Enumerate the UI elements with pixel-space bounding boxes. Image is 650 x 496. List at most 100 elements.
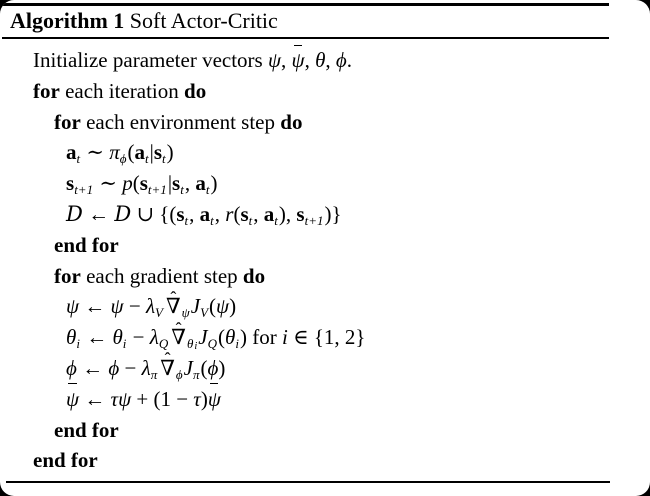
token-sub: t (248, 212, 253, 228)
algorithm-line-8: for each gradient step do (0, 261, 650, 292)
token-it: J (190, 294, 201, 319)
token-cal: D (114, 201, 132, 226)
token-bf: do (280, 109, 303, 134)
token-mbf: a (263, 201, 275, 226)
algorithm-header: Algorithm 1 Soft Actor-Critic (10, 7, 640, 37)
token-rm: , (253, 201, 264, 226)
token-it: θ (66, 325, 77, 350)
token-it: J (183, 355, 193, 380)
token-rm: | (167, 171, 173, 196)
algorithm-line-4: at ∼ πϕ(at|st) (0, 137, 650, 168)
algorithm-line-7: end for (0, 230, 650, 261)
token-hat: ∇ (171, 322, 186, 353)
token-rm: − (119, 355, 142, 380)
token-it: ψ (110, 294, 124, 319)
token-mbf: s (139, 171, 148, 196)
token-mbf: s (240, 201, 249, 226)
algorithm-line-1: Initialize parameter vectors ψ, ψ, θ, ϕ. (0, 44, 650, 76)
token-bf: do (184, 78, 207, 103)
token-sub: Q (207, 335, 217, 351)
token-mbf: a (134, 140, 146, 165)
token-mbf: s (296, 201, 305, 226)
token-bf: for (54, 109, 81, 134)
token-sub: Q (158, 335, 169, 351)
token-rm: ( (132, 171, 140, 196)
token-sub: t (274, 212, 278, 228)
algorithm-line-2: for each iteration do (0, 76, 650, 107)
algorithm-title: Soft Actor-Critic (124, 8, 278, 33)
token-sub: t (76, 151, 81, 167)
token-it: ψ (66, 294, 80, 319)
token-rm: . (346, 48, 353, 72)
token-rm: ∈ {1, 2} (287, 325, 366, 350)
token-bf: end for (33, 448, 98, 473)
token-it: ϕ (108, 355, 120, 380)
token-rm: ← (76, 355, 109, 380)
token-it: p (122, 171, 133, 196)
token-rm: ← (80, 325, 113, 350)
token-sub: t (210, 212, 214, 228)
token-rm: , (189, 201, 200, 226)
token-sub: t+1 (74, 181, 94, 197)
algorithm-line-5: st+1 ∼ p(st+1|st, at) (0, 168, 650, 199)
token-rm: ∼ (94, 171, 123, 196)
token-rm: Initialize parameter vectors (33, 48, 268, 72)
algorithm-number-label: Algorithm 1 (10, 8, 125, 33)
token-mbf: a (66, 140, 77, 165)
token-mbf: s (153, 140, 163, 165)
token-rm: ) for (239, 325, 282, 350)
token-rm: , (281, 48, 292, 72)
token-sub: t (205, 181, 210, 197)
token-hat: ∇ (160, 353, 175, 384)
token-it: θ (225, 325, 236, 350)
token-sub: i (76, 335, 80, 351)
algorithm-line-6: D ← D ∪ {(st, at, r(st, at), st+1)} (0, 199, 650, 230)
token-it: J (198, 325, 208, 350)
token-it: λ (145, 294, 156, 319)
token-sub: ϕ (175, 366, 183, 382)
token-rm: − (123, 294, 146, 319)
token-rm: ∪ {( (131, 201, 177, 226)
token-it: λ (149, 325, 159, 350)
algorithm-line-14: end for (0, 445, 650, 476)
token-mbf: a (195, 171, 206, 196)
token-sub: t (162, 151, 166, 167)
token-rm: , (304, 48, 316, 72)
token-sub: i (235, 335, 239, 351)
token-rm: ) (166, 140, 174, 165)
token-rm: )} (324, 201, 342, 226)
token-rm: ( (200, 355, 208, 380)
algorithm-line-9: ψ ← ψ − λV∇ψJV(ψ) (0, 291, 650, 322)
algorithm-line-10: θi ← θi − λQ∇θiJQ(θi) for i ∈ {1, 2} (0, 322, 650, 353)
token-sub: π (150, 366, 158, 382)
token-sub: θ (186, 335, 194, 351)
token-mbf: s (176, 201, 185, 226)
token-sub: V (200, 305, 209, 321)
token-it: r (225, 201, 234, 226)
token-it: ϕ (335, 48, 347, 72)
token-rm: ← (79, 386, 111, 411)
top-rule (2, 3, 609, 6)
token-rm: | (149, 140, 154, 165)
token-sub: t+1 (304, 212, 324, 228)
token-bf: for (33, 78, 60, 103)
token-bf: do (242, 263, 266, 288)
token-rm: each gradient step (80, 263, 243, 288)
token-hat: ∇ (166, 291, 181, 322)
token-rm: − (127, 325, 150, 350)
token-it: τ (193, 386, 201, 411)
token-it: i (281, 325, 288, 350)
token-sub: t (180, 181, 184, 197)
token-rm: , (214, 201, 226, 226)
token-rm: ), (278, 201, 297, 226)
token-rm: ) (200, 386, 208, 411)
token-bar: ψ (66, 383, 79, 415)
token-rm: , (184, 171, 196, 196)
token-rm: ( (209, 294, 217, 319)
token-bar: ψ (208, 383, 221, 415)
token-it: ϕ (66, 355, 77, 380)
token-mbf: s (66, 171, 75, 196)
algorithm-body: Initialize parameter vectors ψ, ψ, θ, ϕ.… (0, 44, 650, 476)
algorithm-line-11: ϕ ← ϕ − λπ∇ϕJπ(ϕ) (0, 353, 650, 384)
